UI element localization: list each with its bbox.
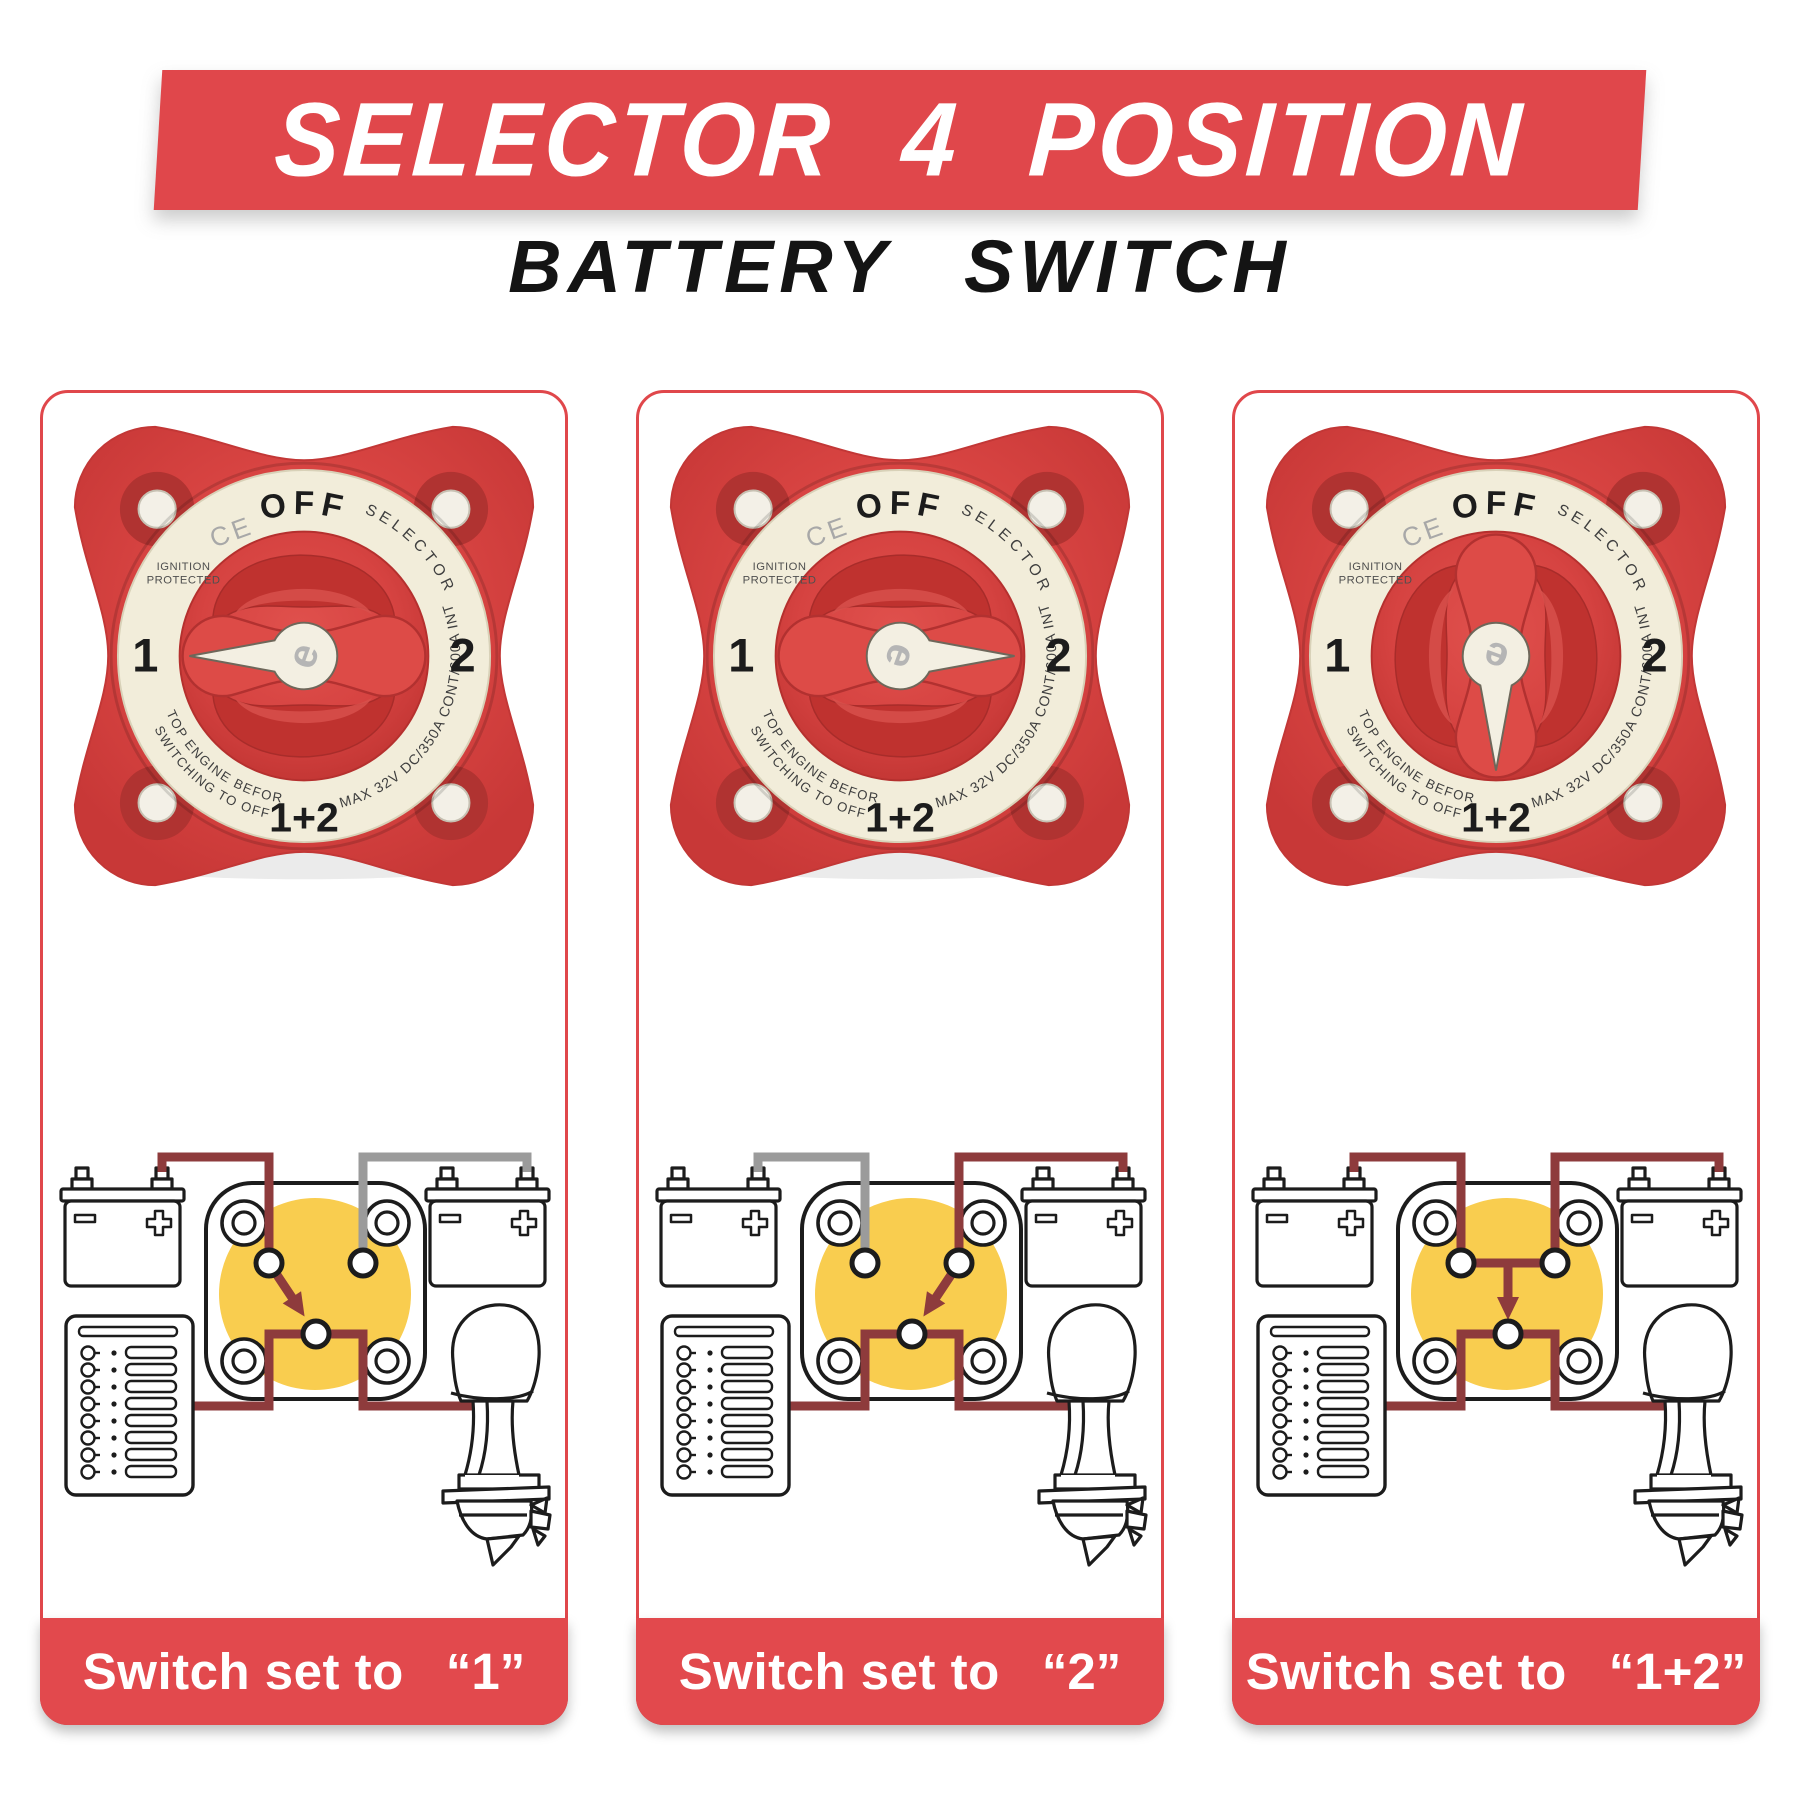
page-title: SELECTOR 4 POSITION bbox=[271, 80, 1529, 199]
caption-bar-1: Switch set to “1” bbox=[40, 1618, 568, 1725]
wiring-diagram-position-1 bbox=[41, 1149, 569, 1579]
current-path-arrow bbox=[1461, 1258, 1555, 1320]
panel-position-1plus2: Switch set to “1+2” bbox=[1232, 390, 1760, 1725]
caption-label: Switch set to bbox=[82, 1643, 404, 1700]
page-subtitle: BATTERY SWITCH bbox=[508, 225, 1292, 308]
switch-photo-position-1plus2 bbox=[1261, 421, 1731, 891]
caption-value: “2” bbox=[1041, 1643, 1122, 1700]
switch-photo-position-2 bbox=[665, 421, 1135, 891]
caption-bar-1plus2: Switch set to “1+2” bbox=[1232, 1618, 1760, 1725]
caption-label: Switch set to bbox=[678, 1643, 1000, 1700]
wiring-diagram-position-2 bbox=[637, 1149, 1165, 1579]
wire-left-battery bbox=[1349, 1152, 1466, 1263]
caption-bar-2: Switch set to “2” bbox=[636, 1618, 1164, 1725]
title-banner: SELECTOR 4 POSITION bbox=[153, 70, 1647, 210]
panel-position-2: Switch set to “2” bbox=[636, 390, 1164, 1725]
wire-right-battery bbox=[358, 1152, 532, 1263]
caption-label: Switch set to bbox=[1245, 1643, 1567, 1700]
panel-position-1: Switch set to “1” bbox=[40, 390, 568, 1725]
wire-right-battery bbox=[1550, 1152, 1724, 1263]
caption-value: “1+2” bbox=[1608, 1643, 1747, 1700]
wire-left-battery bbox=[157, 1152, 274, 1263]
wiring-diagram-position-1plus2 bbox=[1233, 1149, 1761, 1579]
caption-value: “1” bbox=[445, 1643, 526, 1700]
wire-right-battery bbox=[954, 1152, 1128, 1263]
switch-photo-position-1 bbox=[69, 421, 539, 891]
wire-left-battery bbox=[753, 1152, 870, 1263]
